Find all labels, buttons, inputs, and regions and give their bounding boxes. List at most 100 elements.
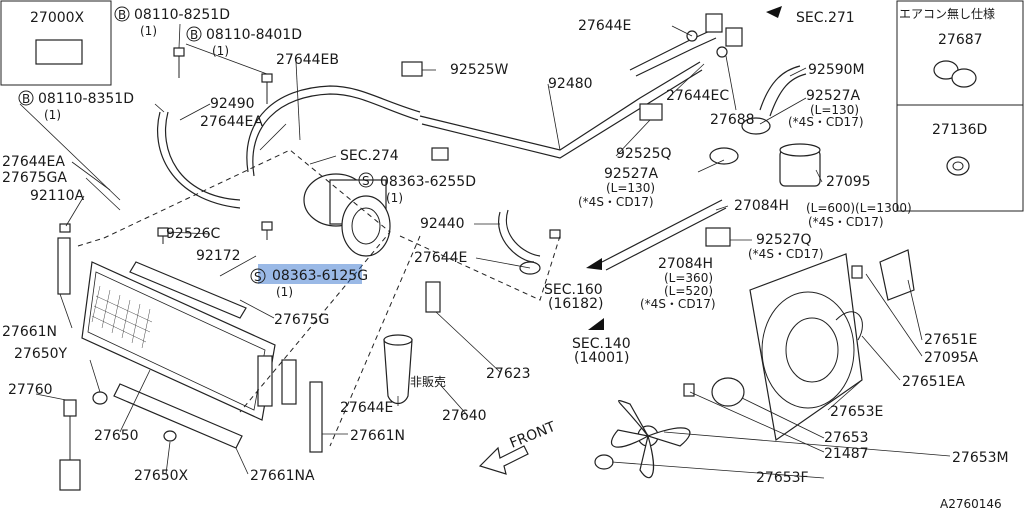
side-seal-27661n-right bbox=[309, 381, 323, 453]
label-08110-8251d: 08110-8251D bbox=[134, 7, 230, 23]
label-27651e: 27651E bbox=[924, 332, 977, 348]
sensor-27623 bbox=[425, 281, 441, 313]
label-27644eb: 27644EB bbox=[276, 52, 339, 68]
svg-text:S: S bbox=[254, 270, 262, 284]
upper-bracket-92172 bbox=[129, 261, 247, 319]
label-92490: 92490 bbox=[210, 96, 255, 112]
label-27688: 27688 bbox=[710, 112, 755, 128]
label-not-sold: 非販売 bbox=[410, 374, 446, 389]
leader-lines bbox=[19, 23, 951, 479]
svg-text:S: S bbox=[362, 174, 370, 188]
label-92527a-top-len: (L=130) bbox=[810, 103, 859, 117]
label-27650y: 27650Y bbox=[14, 346, 68, 362]
drier-27640 bbox=[383, 339, 413, 405]
svg-text:B: B bbox=[190, 28, 198, 42]
label-qty-6125: (1) bbox=[276, 285, 293, 299]
screw-08363-6125g bbox=[261, 221, 273, 240]
label-27653m: 27653M bbox=[952, 450, 1009, 466]
label-08363-6255d: 08363-6255D bbox=[380, 174, 476, 190]
label-27661n-left: 27661N bbox=[2, 324, 57, 340]
label-21487: 21487 bbox=[824, 446, 869, 462]
svg-text:B: B bbox=[22, 92, 30, 106]
bolt-21487 bbox=[683, 383, 695, 397]
label-27084h-low-note: (*4S・CD17) bbox=[640, 297, 716, 311]
label-27644ec: 27644EC bbox=[666, 88, 729, 104]
label-qty-8251: (1) bbox=[140, 24, 157, 38]
compressor bbox=[303, 173, 391, 257]
label-27640: 27640 bbox=[442, 408, 487, 424]
label-92527q-note: (*4S・CD17) bbox=[748, 247, 824, 261]
hose-92590m bbox=[759, 65, 801, 111]
label-sec271: SEC.271 bbox=[796, 10, 855, 26]
label-92172: 92172 bbox=[196, 248, 241, 264]
label-27653: 27653 bbox=[824, 430, 869, 446]
inset-27000x-label: 27000X bbox=[30, 10, 85, 26]
condenser-27650 bbox=[81, 261, 297, 421]
grommet-27136d bbox=[946, 156, 970, 176]
label-92527a-mid-len: (L=130) bbox=[606, 181, 655, 195]
fan-27653m bbox=[610, 399, 691, 479]
hose-27084h bbox=[601, 199, 723, 263]
label-27650x: 27650X bbox=[134, 468, 189, 484]
label-92526c: 92526C bbox=[166, 226, 221, 242]
label-qty-8401: (1) bbox=[212, 44, 229, 58]
label-sec140-sub: (14001) bbox=[574, 350, 629, 366]
label-92590m: 92590M bbox=[808, 62, 865, 78]
mount-27650y bbox=[92, 391, 108, 405]
label-27623: 27623 bbox=[486, 366, 531, 382]
label-27644e-mid: 27644E bbox=[414, 250, 467, 266]
label-27661n-right: 27661N bbox=[350, 428, 405, 444]
hose-92490 bbox=[156, 111, 241, 209]
label-27095: 27095 bbox=[826, 174, 871, 190]
label-27653e: 27653E bbox=[830, 404, 883, 420]
label-92525q: 92525Q bbox=[616, 146, 672, 162]
clip-92525q bbox=[639, 103, 663, 121]
label-27653f: 27653F bbox=[756, 470, 809, 486]
label-92527a-mid-note: (*4S・CD17) bbox=[578, 195, 654, 209]
label-92480: 92480 bbox=[548, 76, 593, 92]
label-27675g: 27675G bbox=[274, 312, 329, 328]
label-27644e-low: 27644E bbox=[340, 400, 393, 416]
clip-27651ea bbox=[835, 311, 863, 341]
label-sec160-sub: (16182) bbox=[548, 296, 603, 312]
callout-labels: B 08110-8251D (1) B 08110-8401D (1) 2764… bbox=[2, 6, 1009, 511]
hose-27644eb bbox=[246, 85, 421, 173]
label-27084h-low-len1: (L=360) bbox=[664, 271, 713, 285]
label-27084h-top-note: (*4S・CD17) bbox=[808, 215, 884, 229]
clamp-92527q bbox=[705, 227, 731, 247]
label-92527q: 92527Q bbox=[756, 232, 812, 248]
clip-upper bbox=[431, 147, 449, 161]
label-92110a: 92110A bbox=[30, 188, 85, 204]
clip-92525w bbox=[401, 61, 423, 77]
label-sec140: SEC.140 bbox=[572, 336, 631, 352]
clamp-92527a-b bbox=[709, 147, 739, 165]
label-92527a-top: 92527A bbox=[806, 88, 861, 104]
label-27084h-top: 27084H bbox=[734, 198, 789, 214]
arrow-sec160 bbox=[586, 258, 602, 270]
label-27644ea-top: 27644EA bbox=[200, 114, 263, 130]
oring-27644ec bbox=[716, 46, 728, 58]
label-92527a-mid: 92527A bbox=[604, 166, 659, 182]
label-92527a-top-note: (*4S・CD17) bbox=[788, 115, 864, 129]
dashed-guides bbox=[77, 149, 561, 447]
label-27760: 27760 bbox=[8, 382, 53, 398]
pipe-92440 bbox=[498, 211, 535, 263]
arrow-sec271 bbox=[766, 6, 782, 18]
arrow-sec140 bbox=[588, 318, 604, 330]
label-27651ea: 27651EA bbox=[902, 374, 965, 390]
bolt-92110a bbox=[59, 223, 71, 233]
label-92440: 92440 bbox=[420, 216, 465, 232]
receiver-drier bbox=[281, 359, 297, 405]
label-qty-6255: (1) bbox=[386, 191, 403, 205]
svg-text:B: B bbox=[118, 8, 126, 22]
label-sec160: SEC.160 bbox=[544, 282, 603, 298]
cover-27651e bbox=[879, 249, 915, 301]
inset-no-aircon-title: エアコン無し仕様 bbox=[899, 6, 995, 21]
label-27095a: 27095A bbox=[924, 350, 979, 366]
label-27661na: 27661NA bbox=[250, 468, 315, 484]
label-08363-6125g[interactable]: 08363-6125G bbox=[272, 268, 368, 284]
mount-27650x bbox=[163, 430, 177, 442]
label-sec274: SEC.274 bbox=[340, 148, 399, 164]
